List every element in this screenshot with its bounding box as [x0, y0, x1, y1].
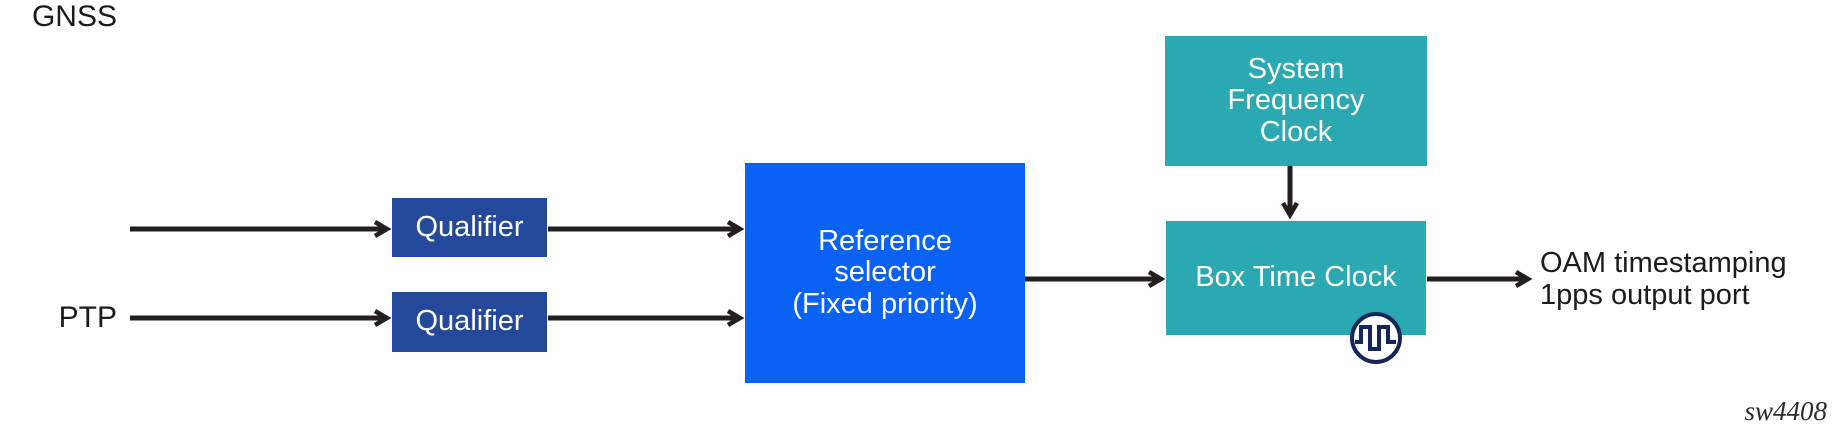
qualifier-gnss-box: Qualifier — [392, 198, 547, 257]
system-frequency-clock-box: System Frequency Clock — [1165, 36, 1427, 166]
watermark-sw4408: sw4408 — [1744, 396, 1827, 426]
input-label-ptp: PTP — [58, 301, 117, 334]
output-label: OAM timestamping 1pps output port — [1540, 247, 1787, 311]
input-label-gnss: GNSS — [31, 0, 117, 33]
reference-selector-box: Reference selector (Fixed priority) — [745, 163, 1025, 383]
square-wave-clock-icon — [1349, 311, 1403, 365]
qualifier-ptp-box: Qualifier — [392, 292, 547, 352]
